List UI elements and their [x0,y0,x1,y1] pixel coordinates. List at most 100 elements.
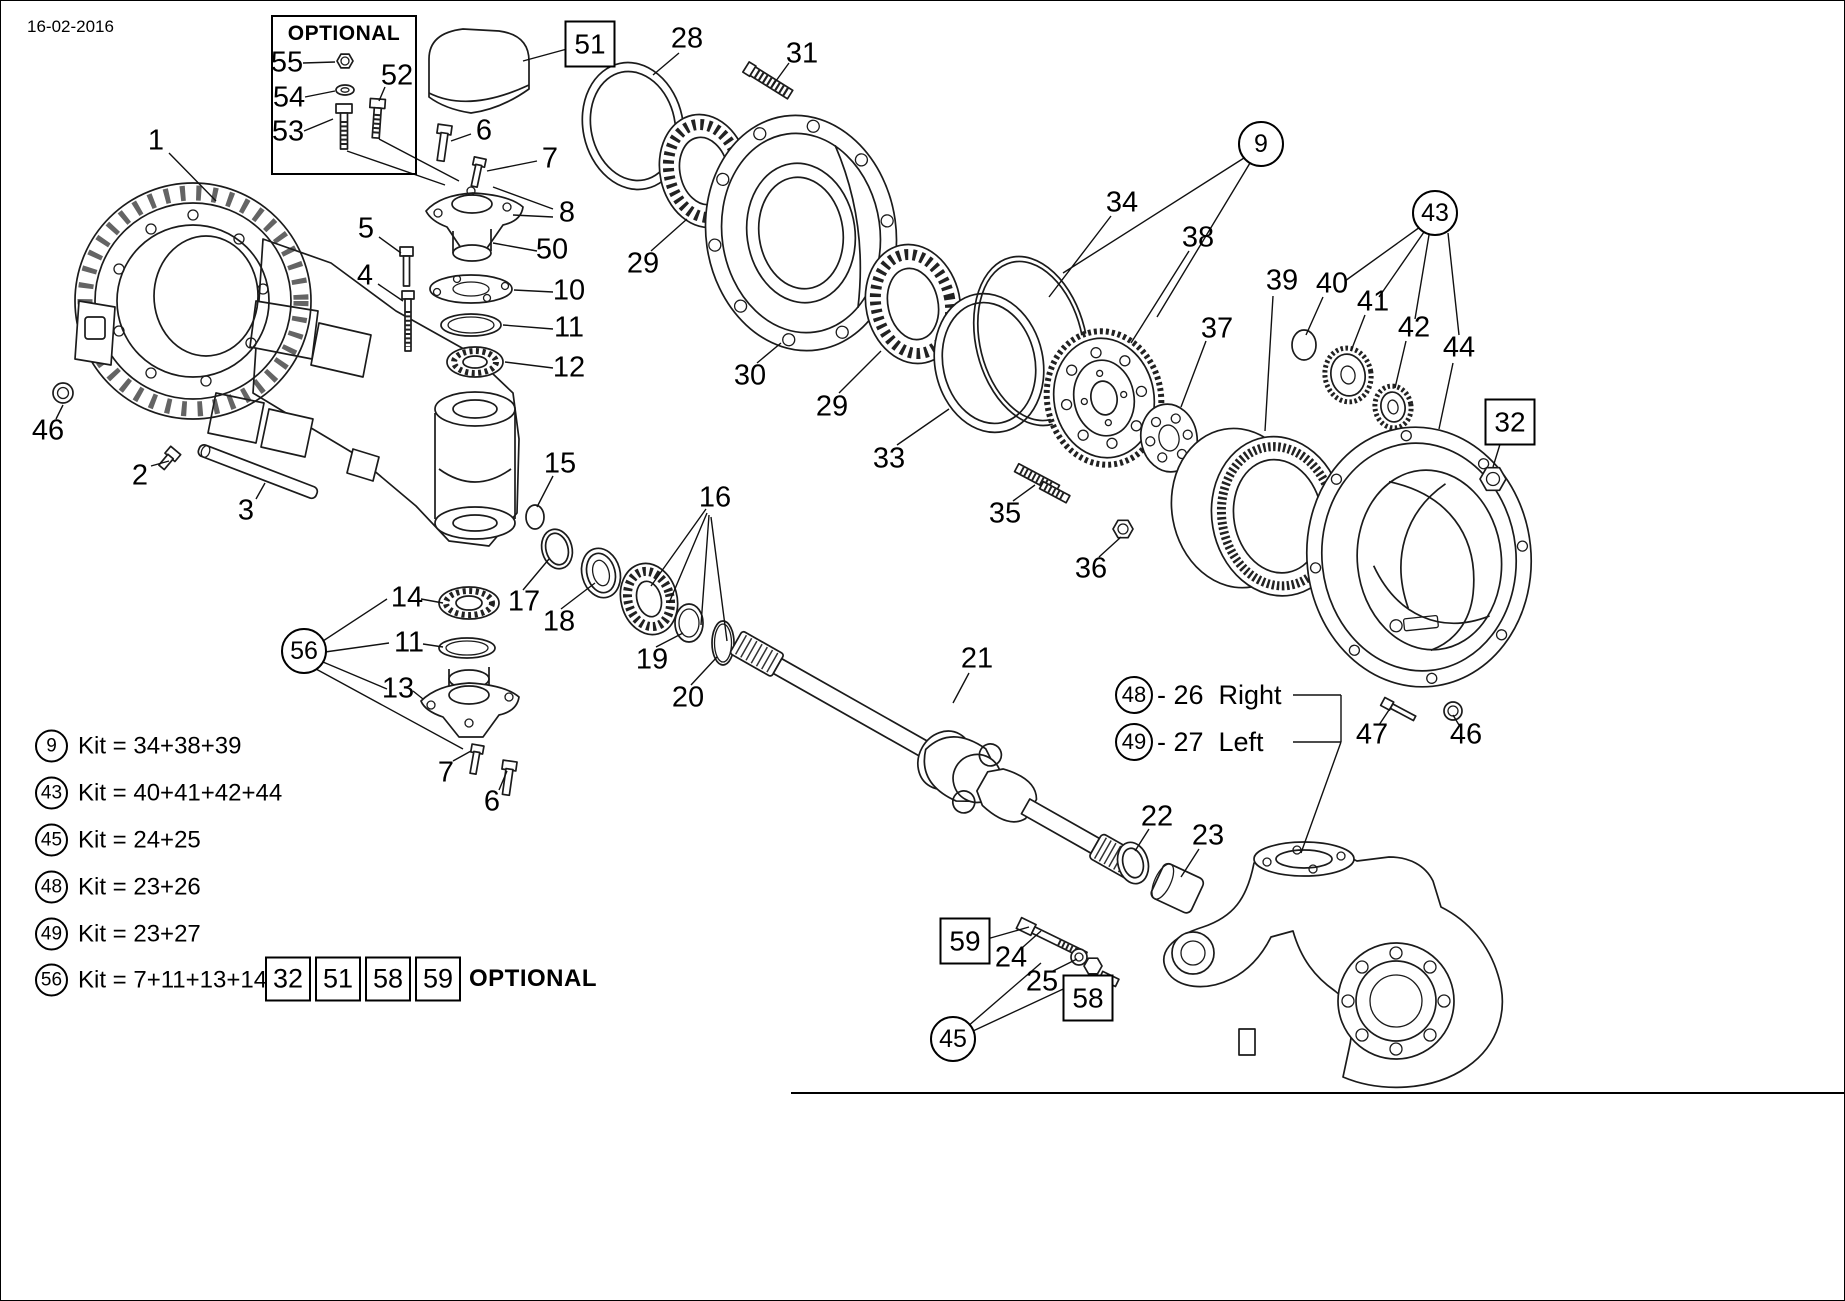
optional-row-box-58: 58 [365,956,411,1002]
kit-ref-circle-49: 49 [35,917,68,951]
callout-plain-21-40: 21 [960,642,994,675]
callout-plain-19-33: 19 [635,643,669,676]
callout-circle-56-53: 56 [281,628,327,674]
callout-plain-37-26: 37 [1200,312,1234,345]
callout-plain-11-8: 11 [553,311,585,344]
optional-box-title: OPTIONAL [287,22,401,45]
callout-box-59-57: 59 [939,917,991,965]
callout-plain-36-28: 36 [1074,552,1108,585]
callout-box-32-56: 32 [1484,398,1536,446]
side-note-row-48: 48- 26 Right [1115,676,1282,714]
callout-plain-23-42: 23 [1191,819,1225,852]
kit-ref-circle-48: 48 [35,870,68,904]
axle-shaft-drawing [729,630,1148,883]
side-note-row-49: 49- 27 Left [1115,723,1264,761]
callout-box-51-55: 51 [564,20,616,68]
callout-plain-50-4: 50 [535,233,569,266]
kit-legend-row-43: 43 Kit = 40+41+42+44 [35,776,283,810]
optional-row-box-51: 51 [315,956,361,1002]
kit-text-43: Kit = 40+41+42+44 [78,779,283,806]
side-note-text-49: - 27 Left [1157,726,1264,757]
callout-plain-24-45: 24 [994,941,1028,974]
optional-hardware-drawing [335,53,387,150]
callout-plain-11-36: 11 [393,626,425,659]
callout-circle-43-52: 43 [1412,190,1458,236]
kit-ref-circle-9: 9 [35,729,68,763]
callout-plain-15-29: 15 [543,447,577,480]
steering-knuckle-drawing [1162,841,1504,1089]
callout-plain-46-10: 46 [31,414,65,447]
callout-plain-18-32: 18 [542,605,576,638]
kit-ref-circle-45: 45 [35,823,68,857]
kit-legend-row-45: 45 Kit = 24+25 [35,823,201,857]
leader-lines [55,48,1844,1094]
housing-bolts-4-5 [399,246,415,352]
callout-plain-34-19: 34 [1105,186,1139,219]
optional-row-box-59: 59 [415,956,461,1002]
optional-row-label: OPTIONAL [469,965,597,992]
kit-text-56: Kit = 7+11+13+14 [78,966,268,993]
planetary-gear-set [1043,328,1414,597]
kit-text-45: Kit = 24+25 [78,826,201,853]
callout-plain-30-16: 30 [733,359,767,392]
callout-circle-45-54: 45 [930,1016,976,1062]
kit-text-9: Kit = 34+38+39 [78,732,242,759]
callout-plain-3-12: 3 [237,494,255,527]
callout-plain-54-48: 54 [272,81,306,114]
optional-row-box-32: 32 [265,956,311,1002]
callout-plain-2-11: 2 [131,459,149,492]
callout-plain-39-21: 39 [1265,264,1299,297]
kit-ref-circle-43: 43 [35,776,68,810]
callout-plain-6-1: 6 [475,114,493,147]
drawing-date: 16-02-2016 [27,17,114,36]
callout-plain-29-15: 29 [626,247,660,280]
hub-seals-and-bearings [581,61,1090,434]
breather-cap-drawing [428,28,530,114]
kit-legend-row-56: 56 Kit = 7+11+13+14 [35,963,268,997]
studs-and-nuts [741,61,1134,539]
callout-box-58-58: 58 [1062,974,1114,1022]
shaft-seal-bushing [1116,841,1205,914]
kingpin-bottom-stack [420,586,520,797]
callout-plain-7-2: 7 [541,142,559,175]
hub-cover-drawing [1305,426,1533,722]
callout-plain-55-47: 55 [270,46,304,79]
callout-plain-8-3: 8 [558,196,576,229]
kit-ref-circle-56: 56 [35,963,68,997]
callout-plain-20-34: 20 [671,681,705,714]
callout-plain-52-50: 52 [380,59,414,92]
callout-plain-40-22: 40 [1315,267,1349,300]
callout-plain-47-43: 47 [1355,718,1389,751]
callout-circle-9-51: 9 [1238,121,1284,167]
callout-plain-29-17: 29 [815,390,849,423]
side-note-circle-48: 48 [1115,676,1153,714]
callout-plain-7-38: 7 [437,756,455,789]
callout-plain-4-6: 4 [356,259,374,292]
callout-plain-46-44: 46 [1449,718,1483,751]
callout-plain-16-30: 16 [698,481,732,514]
callout-plain-41-23: 41 [1356,285,1390,318]
callout-plain-44-25: 44 [1442,331,1476,364]
callout-plain-10-7: 10 [552,274,586,307]
callout-plain-35-27: 35 [988,497,1022,530]
callout-plain-25-46: 25 [1025,965,1059,998]
callout-plain-53-49: 53 [271,115,305,148]
callout-plain-5-5: 5 [357,212,375,245]
callout-plain-28-13: 28 [670,22,704,55]
kit-legend-row-9: 9 Kit = 34+38+39 [35,729,242,763]
callout-plain-13-37: 13 [381,672,415,705]
axle-housing-drawing [74,182,520,547]
callout-plain-38-20: 38 [1181,221,1215,254]
callout-plain-6-39: 6 [483,785,501,818]
callout-plain-22-41: 22 [1140,800,1174,833]
kit-text-49: Kit = 23+27 [78,920,201,947]
kit-legend-row-49: 49 Kit = 23+27 [35,917,201,951]
callout-plain-12-9: 12 [552,351,586,384]
side-note-text-48: - 26 Right [1157,679,1282,710]
callout-plain-14-35: 14 [390,581,424,614]
callout-plain-31-14: 31 [785,37,819,70]
callout-plain-33-18: 33 [872,442,906,475]
